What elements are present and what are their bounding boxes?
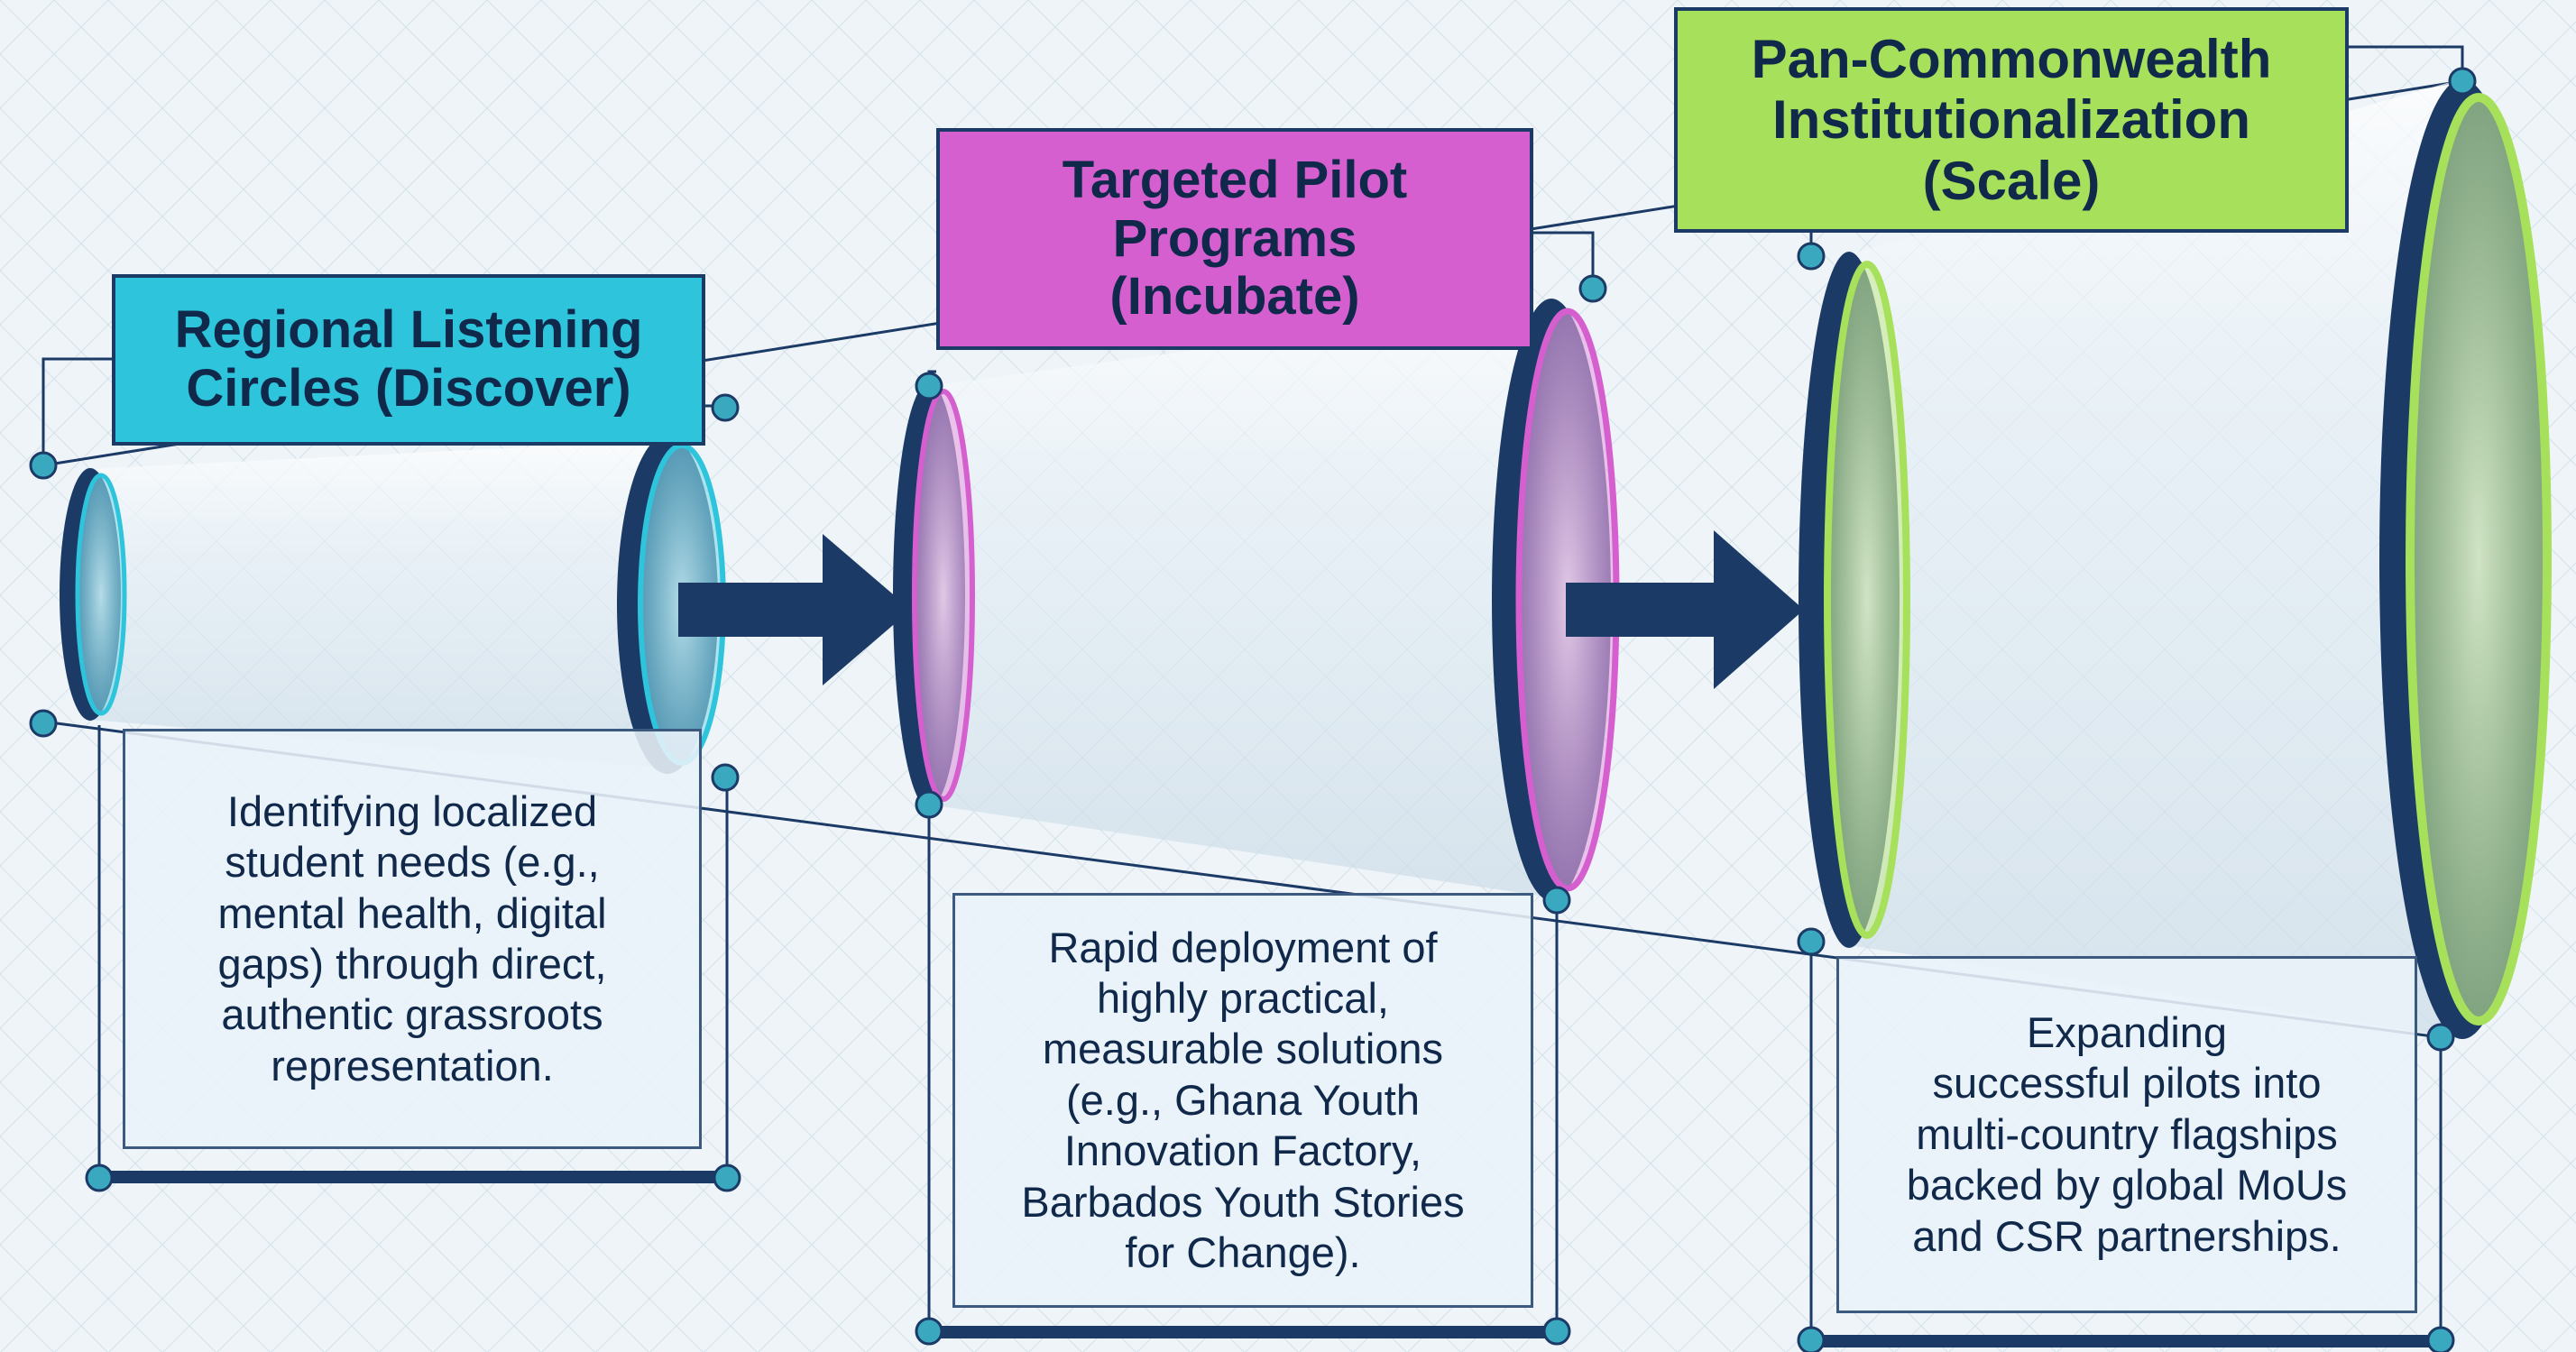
stage-3-title: Pan-Commonwealth Institutionalization (S… [1674,7,2349,233]
base-bars [99,1171,2441,1347]
stage-1-description: Identifying localized student needs (e.g… [123,729,702,1149]
stage-3-cylinder [1799,79,2552,1039]
right-arrow-icon [1566,530,1804,689]
stage-2-title: Targeted Pilot Programs (Incubate) [936,128,1533,350]
stage-2-description: Rapid deployment of highly practical, me… [952,893,1533,1308]
leader-lines [41,45,2464,1342]
stage-2-cylinder [893,299,1620,901]
connector-dots [29,67,2477,1352]
right-arrow-icon [678,534,911,685]
stage-1-cylinder [60,435,726,774]
stage-1-title: Regional Listening Circles (Discover) [112,274,705,446]
stage-3-description: Expanding successful pilots into multi-c… [1836,956,2417,1313]
